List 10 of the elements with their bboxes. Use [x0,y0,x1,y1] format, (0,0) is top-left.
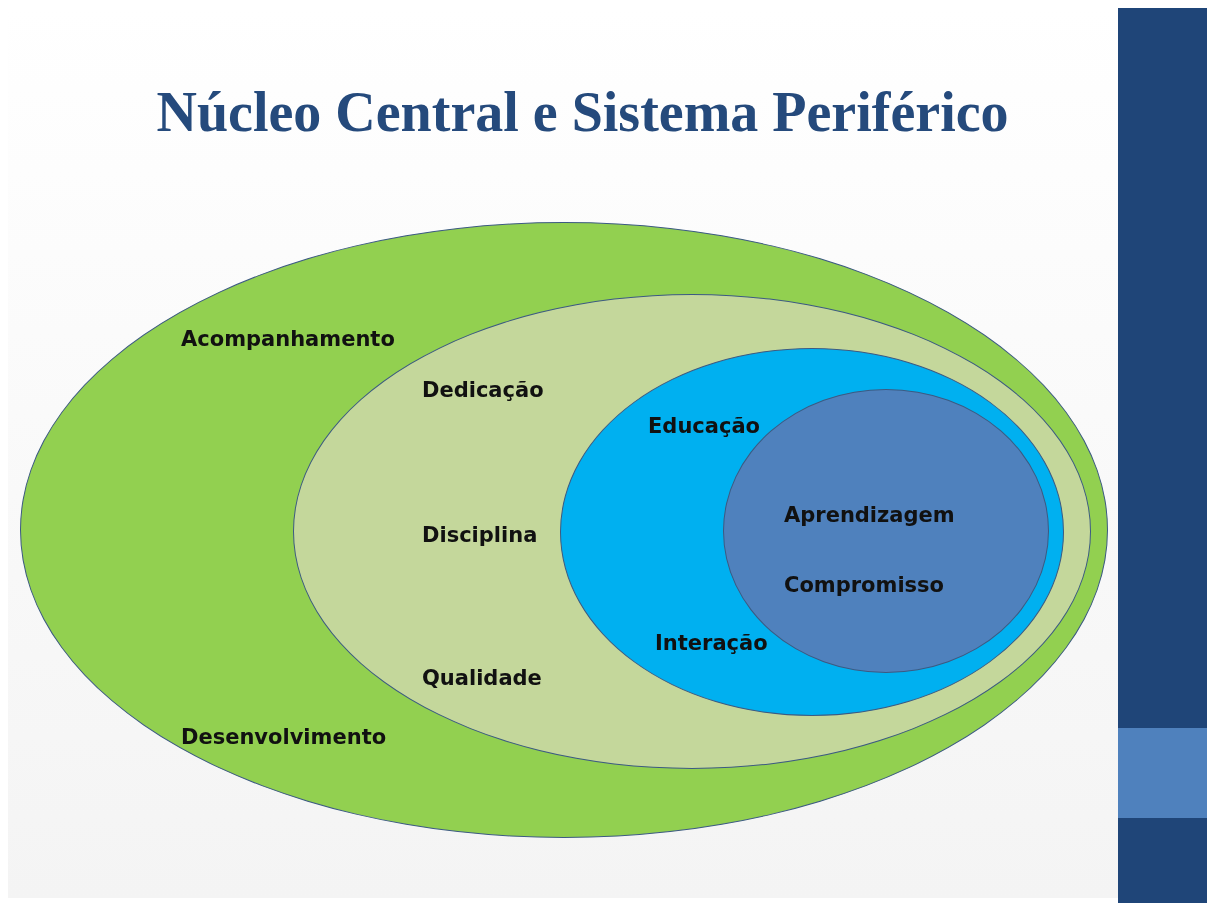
ellipse-label: Dedicação [422,377,544,403]
ellipse-label: Acompanhamento [181,326,395,352]
ellipse-label: Educação [648,413,760,439]
ellipse-label: Compromisso [784,572,945,598]
slide-title: Núcleo Central e Sistema Periférico [155,80,1010,144]
ellipse-label: Interação [655,630,768,656]
ellipse-label: Qualidade [422,665,542,691]
ellipse-label: Aprendizagem [784,502,955,528]
ellipse-label: Desenvolvimento [181,724,387,750]
ellipse-label: Disciplina [422,522,538,548]
